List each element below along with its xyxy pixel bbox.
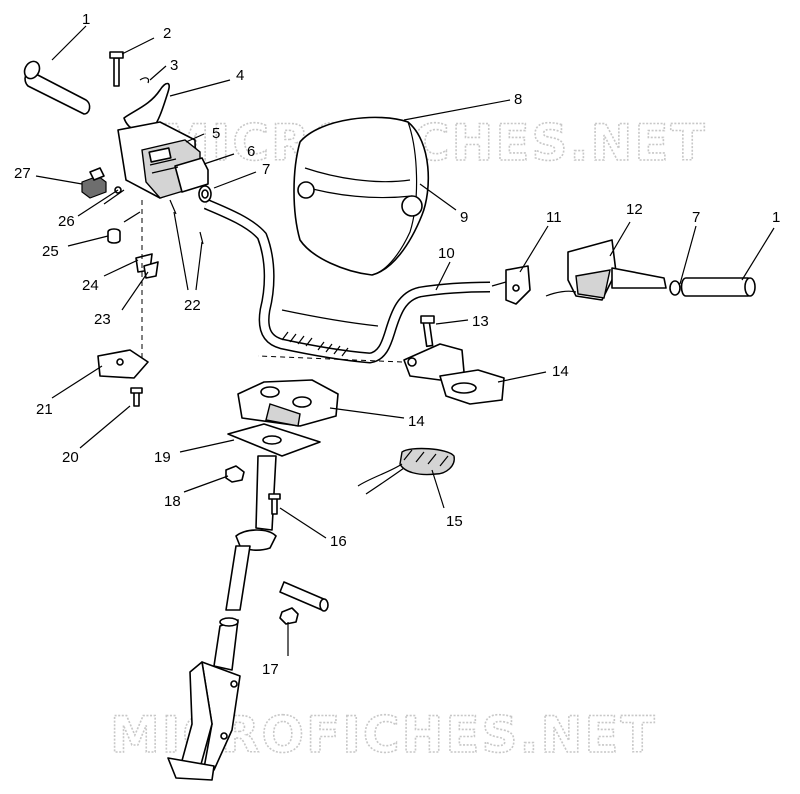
callout-label: 24 (82, 277, 99, 294)
callout-label: 17 (262, 661, 279, 678)
steering-post (167, 423, 329, 781)
callout-label: 22 (184, 297, 201, 314)
callout-label: 12 (626, 201, 643, 218)
bar-end-left (198, 185, 212, 203)
callout-label: 1 (82, 11, 90, 28)
wire-harness (357, 447, 455, 495)
callout-label: 14 (408, 413, 425, 430)
callout-label: 3 (170, 57, 178, 74)
callout-label: 27 (14, 165, 31, 182)
callout-label: 16 (330, 533, 347, 550)
left-grip (23, 60, 91, 115)
callout-label: 23 (94, 311, 111, 328)
callout-label: 25 (42, 243, 59, 260)
switch-27 (81, 167, 107, 199)
callout-label: 13 (472, 313, 489, 330)
callout-label: 18 (164, 493, 181, 510)
callout-label: 1 (772, 209, 780, 226)
callout-label: 26 (58, 213, 75, 230)
callout-label: 7 (262, 161, 270, 178)
callout-label: 9 (460, 209, 468, 226)
callout-label: 2 (163, 25, 171, 42)
callout-label: 7 (692, 209, 700, 226)
callout-label: 14 (552, 363, 569, 380)
handlebar (203, 198, 491, 364)
handlebar-clamps (237, 315, 505, 427)
callout-label: 19 (154, 449, 171, 466)
callout-label: 11 (546, 209, 562, 226)
callout-label: 8 (514, 91, 522, 108)
callout-label: 10 (438, 245, 455, 262)
right-controls (491, 239, 756, 305)
left-hardware (103, 186, 204, 366)
callout-label: 21 (36, 401, 53, 418)
lever-bracket (97, 349, 149, 407)
callout-label: 4 (236, 67, 244, 84)
callout-label: 20 (62, 449, 79, 466)
windshield (293, 116, 430, 276)
callout-label: 15 (446, 513, 463, 530)
watermark-top: MICROFICHES.NET (160, 114, 707, 172)
callout-labels: 1 2 3 4 5 6 7 8 9 10 11 12 7 1 13 14 14 … (14, 11, 780, 678)
throttle-assembly (109, 51, 209, 199)
callout-label: 6 (247, 143, 255, 160)
leader-lines (35, 25, 775, 656)
callout-label: 5 (212, 125, 220, 142)
